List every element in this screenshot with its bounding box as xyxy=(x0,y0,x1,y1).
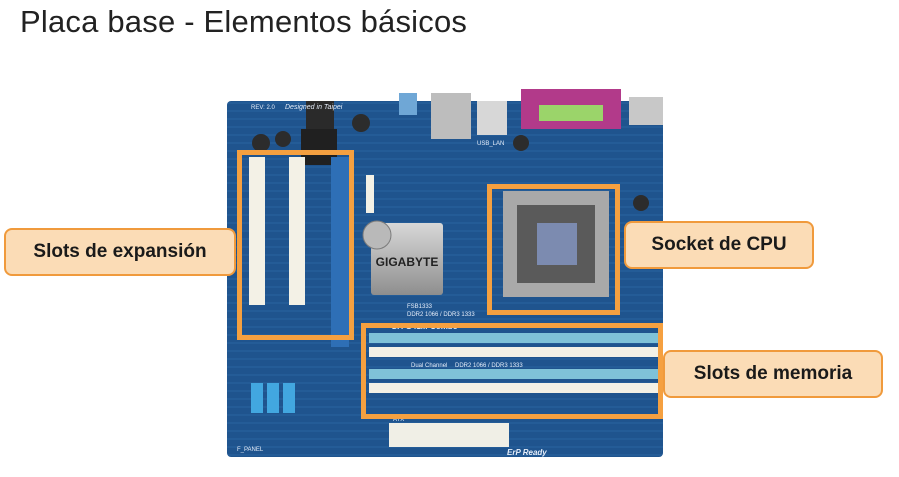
pcie-x1-slot xyxy=(366,175,374,213)
dimm-slot xyxy=(369,333,659,343)
memory-slots-highlight xyxy=(361,323,663,419)
chipset-brand-text: GIGABYTE xyxy=(376,255,439,269)
sata-port xyxy=(283,383,295,413)
pci-slot xyxy=(249,157,265,305)
dimm-slot xyxy=(369,347,659,357)
expansion-slots-highlight xyxy=(237,150,354,340)
motherboard-illustration: GIGABYTE Designed in Taipei REV: 2.0 USB… xyxy=(227,89,663,457)
memory-slots-label: Slots de memoria xyxy=(663,350,883,398)
dimm-slot xyxy=(369,369,659,379)
capacitor xyxy=(352,114,370,132)
cmos-battery xyxy=(362,220,392,250)
usb-lan-text: USB_LAN xyxy=(477,141,504,147)
lan-usb-port xyxy=(431,93,471,139)
cpu-socket-pins xyxy=(537,223,577,265)
sata-port xyxy=(251,383,263,413)
slide-title: Placa base - Elementos básicos xyxy=(20,4,468,39)
designed-text: Designed in Taipei xyxy=(285,104,343,111)
cpu-socket-label: Socket de CPU xyxy=(624,221,814,269)
fsb-text: FSB1333 xyxy=(407,304,433,310)
atx-connector xyxy=(389,423,509,447)
audio-port xyxy=(399,93,417,115)
dual-channel-text: Dual Channel xyxy=(411,363,447,369)
cpu-socket-highlight xyxy=(487,184,620,315)
parallel-pins xyxy=(539,105,603,121)
expansion-slots-label: Slots de expansión xyxy=(4,228,236,276)
rev-text: REV: 2.0 xyxy=(251,105,275,111)
f-panel-text: F_PANEL xyxy=(237,447,264,453)
pci-slot xyxy=(289,157,305,305)
erp-text: ErP Ready xyxy=(507,448,547,457)
capacitor xyxy=(275,131,291,147)
ddr-mid-text: DDR2 1066 / DDR3 1333 xyxy=(455,363,523,369)
capacitor xyxy=(513,135,529,151)
sata-port xyxy=(267,383,279,413)
ddr-top-text: DDR2 1066 / DDR3 1333 xyxy=(407,312,475,318)
vga-port xyxy=(629,97,663,125)
usb-port xyxy=(477,101,507,135)
capacitor xyxy=(633,195,649,211)
capacitor xyxy=(252,134,270,152)
atx-text: ATX xyxy=(393,417,404,423)
pcie-x16-slot xyxy=(331,157,349,347)
dimm-slot xyxy=(369,383,659,393)
motherboard-photo: GIGABYTE Designed in Taipei REV: 2.0 USB… xyxy=(221,83,669,461)
